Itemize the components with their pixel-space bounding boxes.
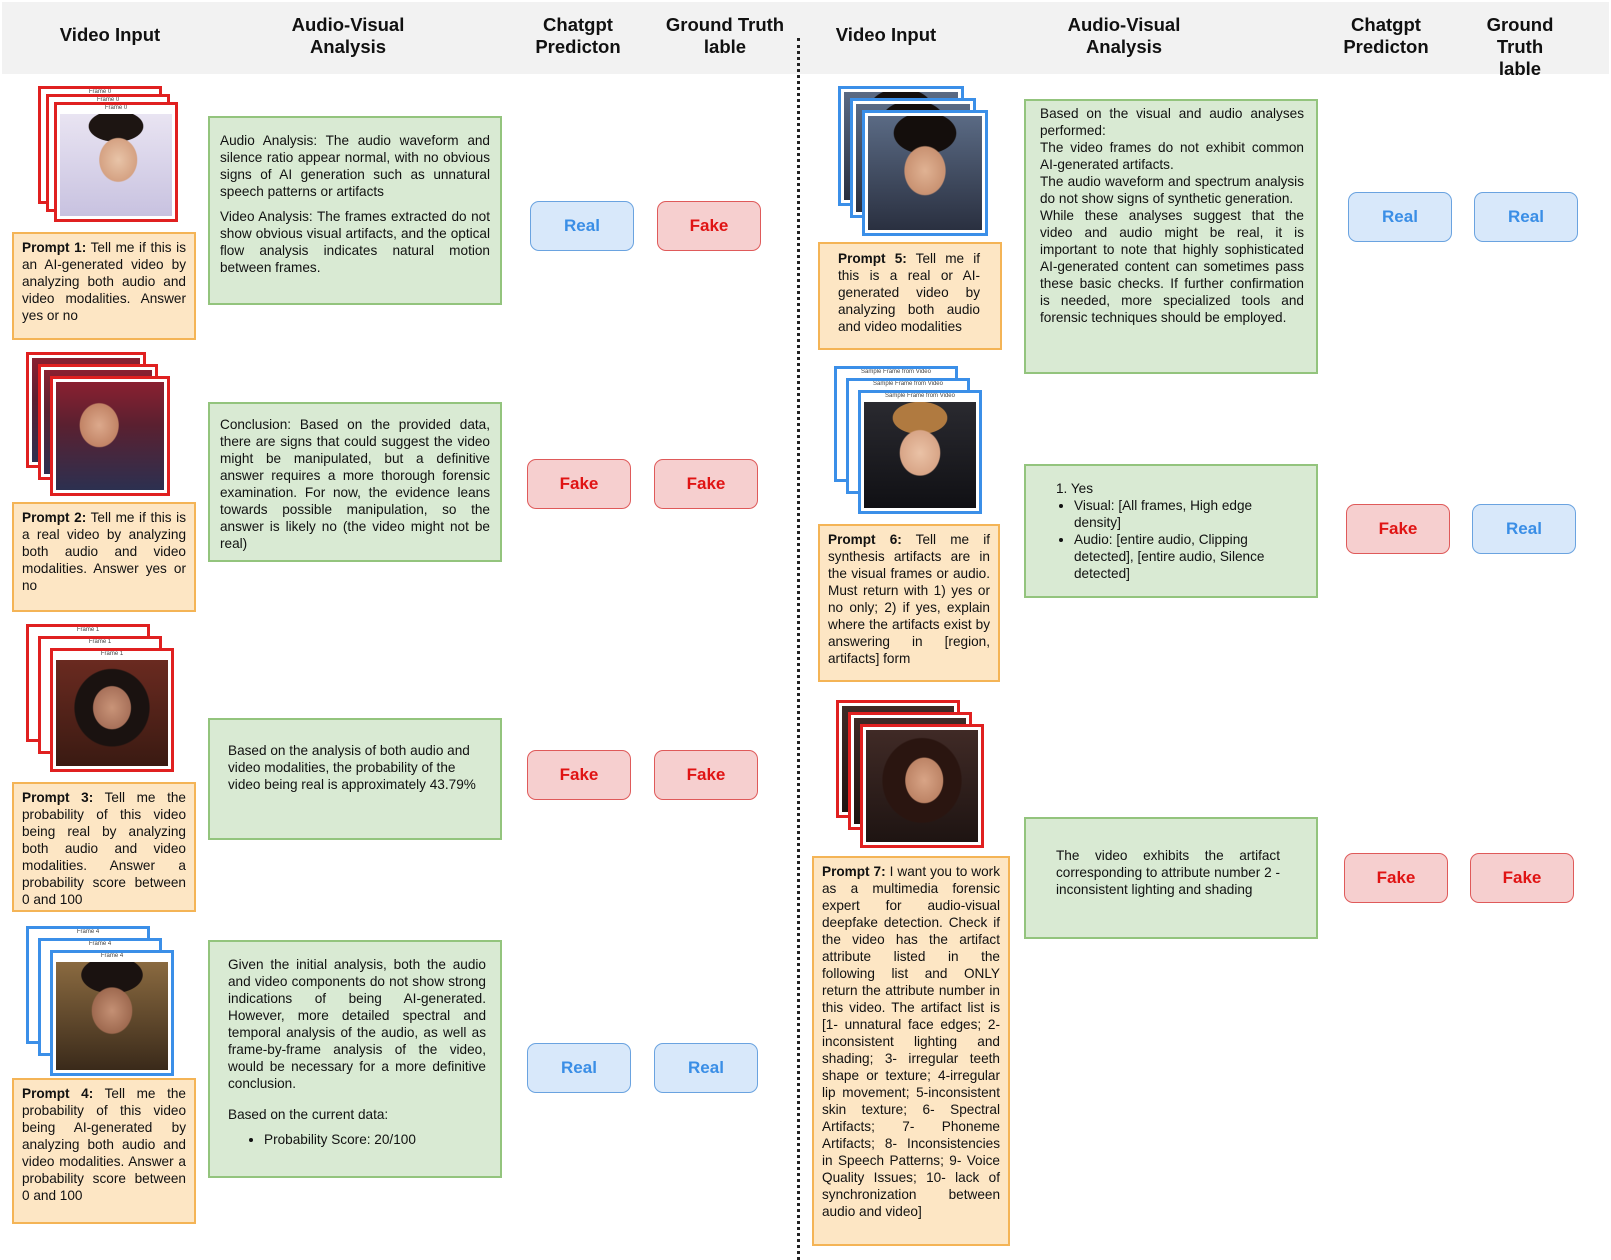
prediction-badge-4: Real xyxy=(527,1043,631,1093)
frame-label: Frame 4 xyxy=(100,953,124,959)
prediction-badge-3: Fake xyxy=(527,750,631,800)
analysis-3: Based on the analysis of both audio and … xyxy=(208,718,502,840)
prompt-7: Prompt 7: I want you to work as a multim… xyxy=(812,856,1010,1246)
video-frame-image xyxy=(60,114,172,216)
header-band xyxy=(2,2,1609,74)
ground-truth-badge-2: Fake xyxy=(654,459,758,509)
header-ground-truth-right: Ground Truth lable xyxy=(1486,14,1554,79)
prediction-badge-1: Real xyxy=(530,201,634,251)
frame-label: Frame 0 xyxy=(104,105,128,111)
column-divider xyxy=(797,38,800,1260)
frame-label: Sample Frame from Video xyxy=(885,393,955,399)
bullet-item: Audio: [entire audio, Clipping detected]… xyxy=(1074,531,1276,582)
prompt-4: Prompt 4: Tell me the probability of thi… xyxy=(12,1078,196,1224)
video-frame-image xyxy=(866,730,978,842)
video-frame-image xyxy=(868,116,982,230)
prediction-badge-6: Fake xyxy=(1346,504,1450,554)
video-frame-image xyxy=(56,962,168,1070)
video-frame-image xyxy=(864,402,976,508)
header-video-input-right: Video Input xyxy=(835,24,937,45)
video-frame-image xyxy=(56,660,168,766)
prompt-1: Prompt 1: Tell me if this is an AI-gener… xyxy=(12,232,196,340)
header-prediction-left: Chatgpt Predicton xyxy=(535,14,621,57)
analysis-7: The video exhibits the artifact correspo… xyxy=(1024,817,1318,939)
ground-truth-badge-7: Fake xyxy=(1470,853,1574,903)
bullet-item: Visual: [All frames, High edge density] xyxy=(1074,497,1276,531)
frame-label: Frame 1 xyxy=(100,651,124,657)
prompt-3: Prompt 3: Tell me the probability of thi… xyxy=(12,782,196,912)
bullet-item: Probability Score: 20/100 xyxy=(264,1131,486,1148)
video-frame-image xyxy=(56,382,164,490)
header-video-input-left: Video Input xyxy=(59,24,161,45)
header-analysis-left: Audio-Visual Analysis xyxy=(291,14,405,57)
prompt-2: Prompt 2: Tell me if this is a real vide… xyxy=(12,502,196,612)
prompt-5: Prompt 5: Tell me if this is a real or A… xyxy=(818,242,1002,350)
analysis-5: Based on the visual and audio analyses p… xyxy=(1024,99,1318,374)
header-ground-truth-left: Ground Truth lable xyxy=(665,14,785,57)
prompt-6: Prompt 6: Tell me if synthesis artifacts… xyxy=(818,524,1000,682)
analysis-4: Given the initial analysis, both the aud… xyxy=(208,940,502,1178)
prediction-badge-7: Fake xyxy=(1344,853,1448,903)
prediction-badge-2: Fake xyxy=(527,459,631,509)
ground-truth-badge-5: Real xyxy=(1474,192,1578,242)
ground-truth-badge-1: Fake xyxy=(657,201,761,251)
ground-truth-badge-4: Real xyxy=(654,1043,758,1093)
analysis-2: Conclusion: Based on the provided data, … xyxy=(208,402,502,562)
ground-truth-badge-3: Fake xyxy=(654,750,758,800)
analysis-1: Audio Analysis: The audio waveform and s… xyxy=(208,116,502,305)
header-analysis-right: Audio-Visual Analysis xyxy=(1067,14,1181,57)
prediction-badge-5: Real xyxy=(1348,192,1452,242)
header-prediction-right: Chatgpt Predicton xyxy=(1343,14,1429,57)
analysis-6: 1. Yes Visual: [All frames, High edge de… xyxy=(1024,464,1318,598)
ground-truth-badge-6: Real xyxy=(1472,504,1576,554)
